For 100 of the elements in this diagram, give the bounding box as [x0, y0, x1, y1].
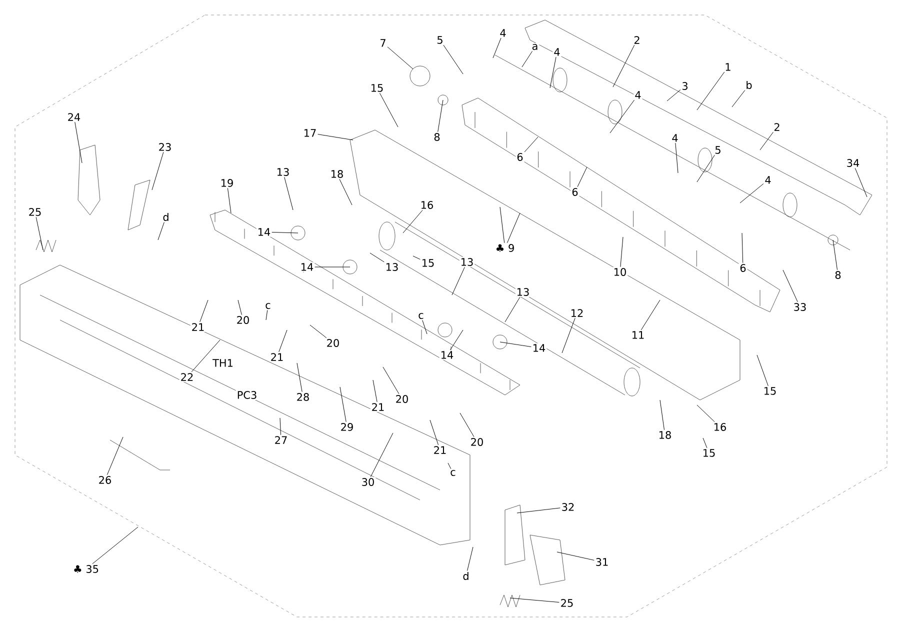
- callout-number: 24: [66, 112, 82, 122]
- callout-number: 27: [273, 435, 289, 445]
- leader-line: [550, 56, 556, 88]
- callout-number: 14: [531, 343, 547, 353]
- leader-line: [760, 132, 774, 150]
- callout-number: d: [162, 212, 170, 222]
- callout-number: 20: [469, 437, 485, 447]
- callout-number: c: [264, 302, 272, 310]
- callout-number: 13: [515, 287, 531, 297]
- callout-number: 33: [792, 302, 808, 312]
- callout-number: 30: [360, 477, 376, 487]
- callout-number: 20: [394, 394, 410, 404]
- callout-number: 10: [612, 267, 628, 277]
- leader-line: [740, 183, 764, 204]
- callout-number: 5: [436, 35, 444, 45]
- callout-number: 21: [432, 445, 448, 455]
- callout-number: 14: [299, 262, 315, 272]
- leader-line: [152, 152, 164, 190]
- callout-number: 14: [439, 350, 455, 360]
- leader-line: [782, 270, 798, 302]
- callout-number: 14: [256, 227, 272, 237]
- leader-line: [702, 438, 708, 448]
- leader-line: [612, 44, 635, 88]
- callout-number: c: [449, 469, 457, 477]
- callout-number: 22: [179, 372, 195, 382]
- leader-line: [382, 366, 400, 394]
- callout-number: 23: [157, 142, 173, 152]
- leader-line: [387, 46, 414, 70]
- leader-line: [450, 330, 464, 350]
- leader-line: [467, 546, 474, 571]
- leader-line: [452, 266, 465, 296]
- leader-line: [522, 50, 533, 68]
- callout-number: 20: [325, 338, 341, 348]
- callout-number: c: [417, 312, 425, 320]
- callout-number: 16: [712, 422, 728, 432]
- part-label: PC3: [236, 390, 258, 400]
- leader-line: [158, 222, 164, 240]
- leader-line: [200, 300, 208, 322]
- callout-number: 25: [559, 598, 575, 608]
- leader-line: [438, 100, 444, 132]
- leader-line: [106, 436, 124, 476]
- leader-line: [372, 380, 378, 402]
- callout-number: 15: [369, 83, 385, 93]
- callout-number: 6: [516, 152, 524, 162]
- callout-number: d: [462, 570, 470, 582]
- leader-line: [92, 526, 138, 564]
- callout-number: 3: [680, 81, 690, 91]
- leader-line: [36, 216, 44, 250]
- leader-line: [340, 386, 346, 422]
- leader-line: [696, 404, 715, 422]
- callout-number: 13: [275, 167, 291, 177]
- leader-line: [422, 320, 428, 334]
- callout-number: 4: [498, 28, 508, 38]
- leader-line: [666, 90, 681, 102]
- leader-line: [556, 552, 594, 560]
- callout-number: 13: [459, 257, 475, 267]
- leader-line: [516, 508, 560, 514]
- leader-line: [854, 168, 868, 198]
- leader-line: [430, 420, 439, 446]
- callout-number: ♣ 35: [72, 564, 100, 574]
- callout-number: 18: [329, 169, 345, 179]
- leader-line: [370, 252, 384, 262]
- callout-number: 15: [762, 386, 778, 396]
- callout-number: 29: [339, 422, 355, 432]
- leader-line: [402, 210, 423, 234]
- leader-line: [620, 236, 624, 268]
- leader-line: [448, 462, 452, 470]
- callout-number: 13: [384, 262, 400, 272]
- callout-number: 6: [738, 263, 748, 273]
- callout-number: a: [530, 43, 540, 51]
- leader-line: [696, 72, 725, 110]
- leader-line: [732, 90, 746, 108]
- leader-line: [266, 310, 268, 320]
- leader-line: [74, 122, 82, 164]
- leader-line: [660, 400, 665, 430]
- leader-line: [238, 300, 242, 316]
- leader-line: [191, 340, 220, 372]
- leader-line: [742, 232, 744, 264]
- callout-number: 32: [560, 502, 576, 512]
- leader-line: [562, 318, 576, 354]
- leader-line: [675, 142, 678, 174]
- leader-line: [370, 432, 394, 478]
- leader-line: [577, 166, 588, 188]
- callout-number: 4: [552, 47, 562, 57]
- leader-line: [504, 296, 520, 322]
- callout-number: 4: [764, 175, 772, 185]
- leader-line: [524, 136, 538, 152]
- leader-line: [756, 354, 768, 386]
- callout-number: 8: [432, 132, 442, 142]
- callout-number: 7: [378, 38, 388, 48]
- leader-line: [696, 154, 715, 182]
- leader-line: [640, 300, 660, 330]
- callout-number: 11: [630, 330, 646, 340]
- leader-line: [832, 240, 838, 270]
- leader-line: [460, 412, 474, 438]
- part-label: TH1: [212, 358, 234, 368]
- callout-number: 31: [594, 557, 610, 567]
- leader-line: [278, 330, 288, 352]
- callout-number: 15: [420, 258, 436, 268]
- callout-number: b: [744, 80, 754, 90]
